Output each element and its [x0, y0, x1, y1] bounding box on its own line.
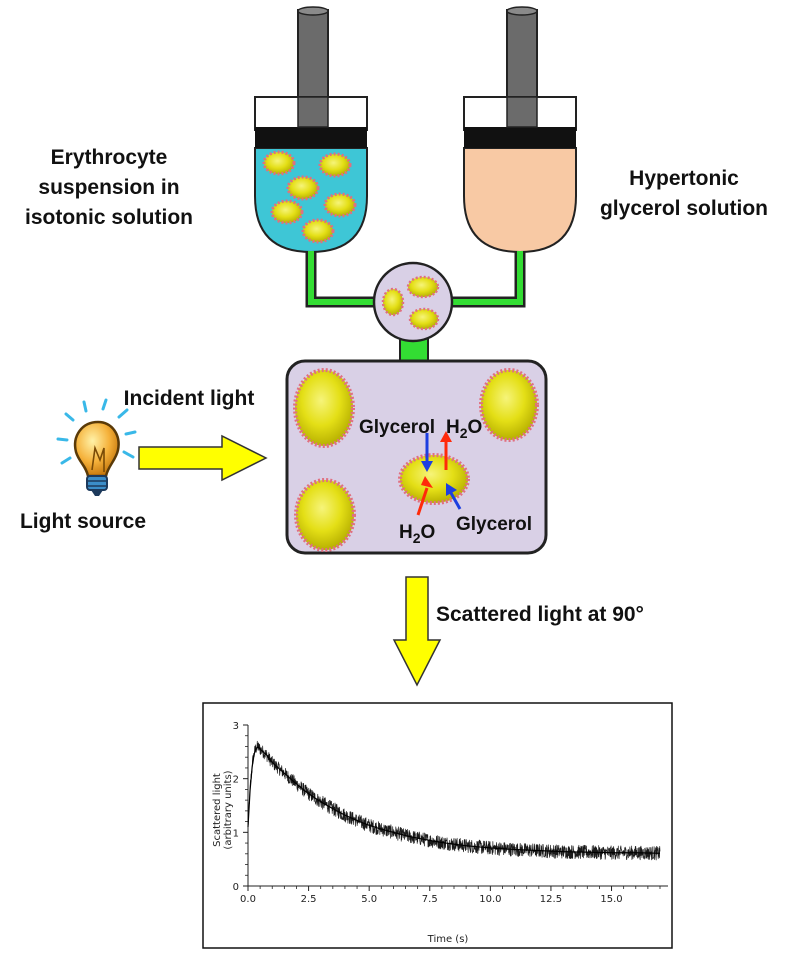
scattered-light-arrow — [392, 576, 442, 687]
chart-ylabel-line2: (arbitrary units) — [223, 770, 234, 849]
x-tick-label: 10.0 — [479, 894, 501, 905]
hypertonic-label-line1: Hypertonic — [629, 167, 739, 190]
mixing-chamber — [372, 261, 454, 343]
chart-y-ticks: 0 1 2 3 — [233, 721, 248, 893]
chart-axes — [244, 725, 668, 890]
chart-xlabel: Time (s) — [427, 934, 469, 945]
water-out-arrow-top — [440, 431, 452, 470]
y-tick-label: 1 — [233, 828, 239, 839]
syringe-hypertonic — [463, 6, 577, 254]
glycerol-in-arrow-top — [421, 433, 433, 472]
erythrocyte-label-line2: suspension in — [38, 176, 179, 199]
y-tick-label: 0 — [233, 882, 239, 893]
chart-frame — [202, 702, 673, 949]
cell-top-left — [293, 368, 355, 448]
y-tick-label: 2 — [233, 775, 239, 786]
water-label-top: H2O — [446, 417, 482, 441]
light-bulb-icon — [56, 398, 137, 496]
x-tick-label: 2.5 — [301, 894, 317, 905]
plunger-head-right — [464, 127, 576, 148]
syringe-isotonic — [254, 6, 368, 254]
erythrocyte-label-line3: isotonic solution — [25, 206, 193, 229]
x-tick-label: 7.5 — [422, 894, 438, 905]
plunger-rod-top-left — [297, 6, 329, 16]
series-0-mean-line — [247, 746, 661, 854]
observation-cell: Glycerol H2O H2O Glycerol — [285, 359, 548, 555]
water-label-bottom: H2O — [399, 522, 435, 546]
hypertonic-label-line2: glycerol solution — [600, 197, 768, 220]
glycerol-label-bottom: Glycerol — [456, 514, 532, 535]
cell-bottom-left — [294, 478, 356, 552]
plunger-head-left — [255, 127, 367, 148]
chart-x-ticks: 0.0 2.5 5.0 7.5 10.0 12.5 15.0 — [240, 886, 661, 905]
glycerol-in-arrow-bottom — [446, 483, 462, 510]
light-source-label: Light source — [20, 510, 146, 533]
x-tick-label: 15.0 — [600, 894, 622, 905]
x-tick-label: 0.0 — [240, 894, 256, 905]
cell-top-right — [479, 368, 539, 442]
chart-series — [247, 740, 661, 861]
green-tubing — [305, 251, 526, 364]
y-tick-label: 3 — [233, 721, 239, 732]
cell-center — [398, 453, 470, 505]
hypertonic-solution — [463, 147, 577, 254]
incident-light-label: Incident light — [124, 387, 255, 410]
x-tick-label: 12.5 — [540, 894, 562, 905]
x-tick-label: 5.0 — [361, 894, 377, 905]
erythrocyte-label-line1: Erythrocyte — [51, 146, 168, 169]
water-out-arrow-bottom — [416, 476, 433, 516]
glycerol-label-top: Glycerol — [359, 417, 435, 438]
cells-in-syringe-left — [262, 150, 357, 244]
incident-light-arrow — [138, 434, 268, 482]
scattered-light-chart: 0.0 2.5 5.0 7.5 10.0 12.5 15.0 0 1 2 3 Time (s) S… — [202, 702, 673, 949]
chart-ylabel-line1: Scattered light — [212, 773, 223, 847]
plunger-rod-top-right — [506, 6, 538, 16]
scattered-light-label: Scattered light at 90° — [436, 603, 644, 626]
